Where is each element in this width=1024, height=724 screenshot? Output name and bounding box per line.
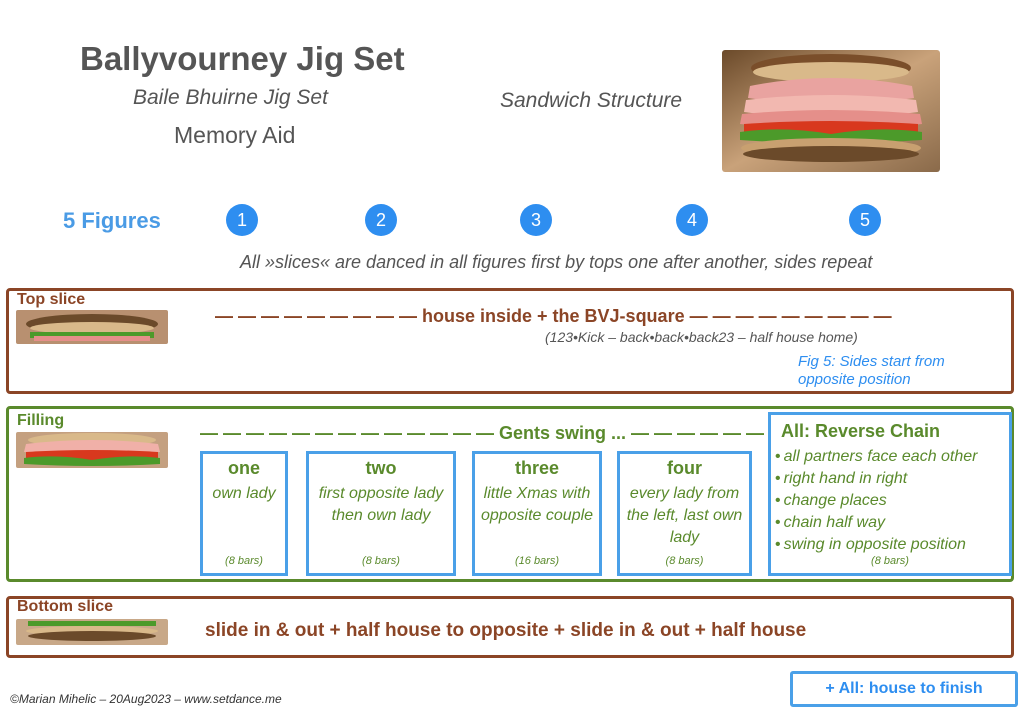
figure-box-text: first opposite lady then own lady [318,485,444,524]
figure-box-one: one own lady (8 bars) [200,451,288,576]
figure-box-bars: (8 bars) [225,555,263,567]
list-item: all partners face each other [775,446,1009,468]
structure-label: Sandwich Structure [500,89,683,112]
top-slice-thumb [16,310,168,344]
figure-box-text: own lady [212,485,276,502]
figure-2-badge: 2 [365,204,397,236]
fig5-note-line1: Fig 5: Sides start from [798,353,945,370]
fig5-note: Fig 5: Sides start from opposite positio… [798,353,945,389]
top-slice-section [6,288,1014,394]
memory-aid-label: Memory Aid [174,122,296,148]
list-item: change places [775,490,1009,512]
slices-note: All »slices« are danced in all figures f… [240,252,873,272]
list-item: chain half way [775,512,1009,534]
figure-box-text: every lady from the left, last own lady [626,485,743,546]
figure-box-four: four every lady from the left, last own … [617,451,752,576]
figure-5-badge: 5 [849,204,881,236]
page-title: Ballyvourney Jig Set [80,40,405,77]
figure-box-text: little Xmas with opposite couple [480,485,594,524]
figure-box-bars: (16 bars) [514,555,560,567]
fig5-note-line2: opposite position [798,371,911,388]
sandwich-photo [722,50,940,172]
filling-label: Filling [17,412,65,429]
copyright-text: ©Marian Mihelic – 20Aug2023 – www.setdan… [10,692,282,706]
bottom-slice-line: slide in & out + half house to opposite … [205,620,807,641]
reverse-chain-box: All: Reverse Chain all partners face eac… [768,412,1012,576]
bottom-slice-section [6,596,1014,658]
figure-box-bars: (8 bars) [665,555,704,567]
house-to-finish-box: + All: house to finish [790,671,1018,707]
figures-label: 5 Figures [63,208,161,233]
gents-swing-line: — — — — — — — — — — — — — Gents swing ..… [200,423,880,443]
filling-section [6,406,1014,582]
figure-box-two: two first opposite lady then own lady (8… [306,451,456,576]
top-slice-line: — — — — — — — — — house inside + the BVJ… [215,306,892,326]
reverse-chain-list: all partners face each other right hand … [771,446,1009,556]
figure-box-three: three little Xmas with opposite couple (… [472,451,602,576]
figure-box-title: three [514,458,559,478]
reverse-chain-bars: (8 bars) [871,555,909,567]
figure-box-title: one [227,458,260,478]
top-slice-label: Top slice [17,291,86,308]
figure-1-badge: 1 [226,204,258,236]
figure-3-badge: 3 [520,204,552,236]
list-item: right hand in right [775,468,1009,490]
figure-box-title: two [365,458,397,478]
figure-box-bars: (8 bars) [362,555,400,567]
reverse-chain-title: All: Reverse Chain [781,421,941,441]
filling-thumb [16,432,168,468]
list-item: swing in opposite position [775,534,1009,556]
page-subtitle: Baile Bhuirne Jig Set [133,86,328,109]
figure-4-badge: 4 [676,204,708,236]
top-slice-detail: (123•Kick – back•back•back23 – half hous… [545,329,858,345]
bottom-slice-thumb [16,619,168,645]
figure-box-title: four [667,458,702,478]
bottom-slice-label: Bottom slice [17,598,114,615]
